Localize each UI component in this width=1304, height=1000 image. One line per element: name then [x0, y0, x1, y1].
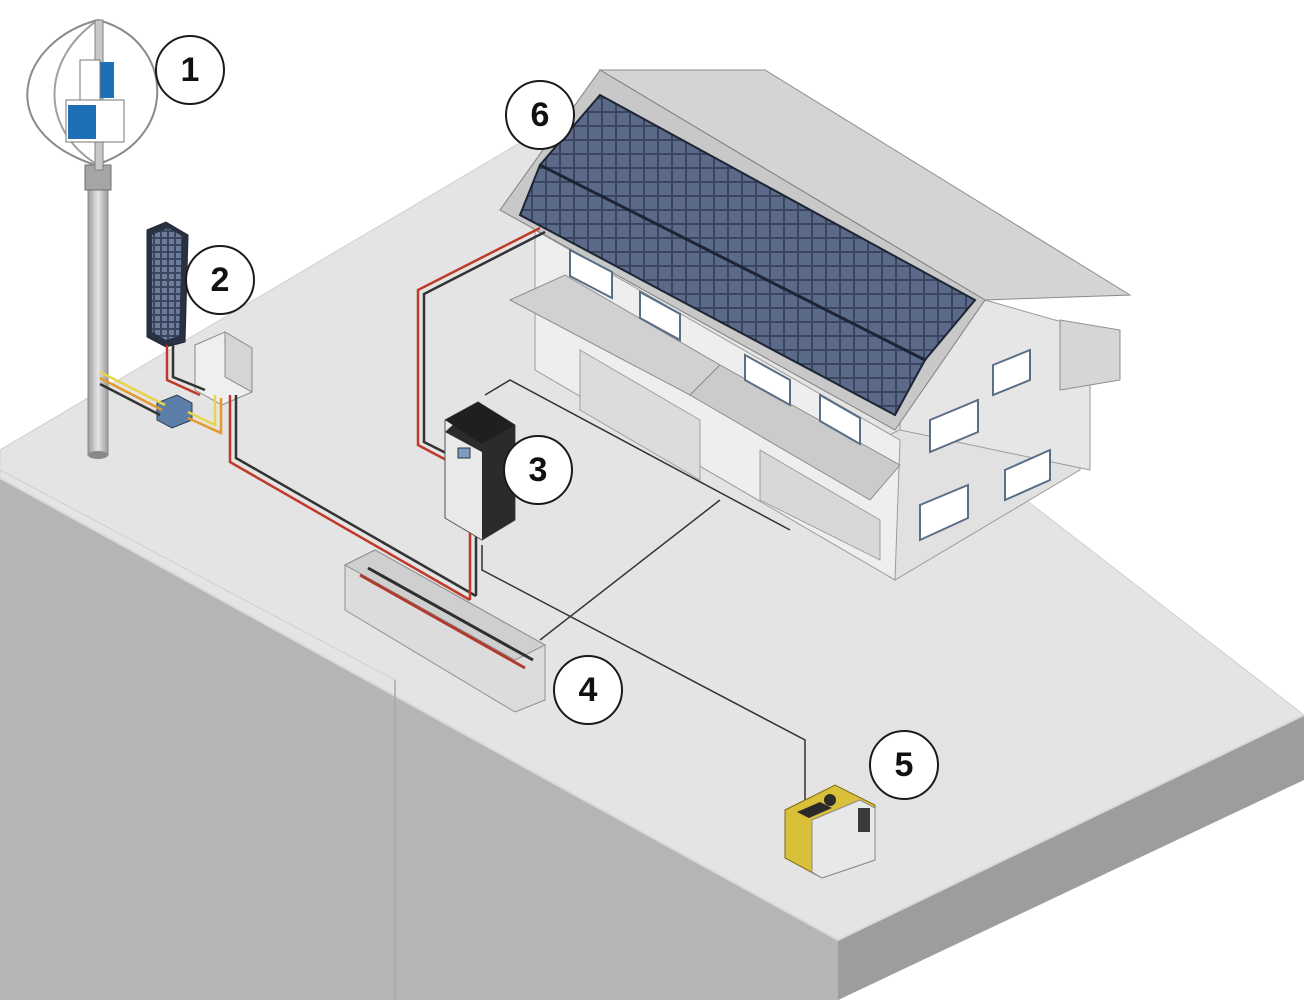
turbine-blade [98, 62, 114, 98]
ground-slab [0, 127, 1304, 1000]
ground-edge [0, 477, 839, 941]
slab-seam [0, 469, 396, 681]
garage-door [759, 449, 881, 561]
wire [187, 395, 217, 427]
wire [171, 345, 206, 392]
turbine-blade-frame [53, 19, 99, 166]
junction-box [194, 331, 253, 406]
ground-edge [837, 714, 1304, 941]
callout-number: 6 [531, 96, 550, 134]
callout-number: 4 [579, 671, 598, 709]
house-balcony [1059, 319, 1121, 391]
small-panel-cells [152, 228, 182, 340]
pole-base [88, 451, 108, 459]
battery-terminals [359, 573, 526, 670]
generator-grille [858, 808, 870, 832]
inverter-display [457, 447, 471, 459]
generator-cap [824, 794, 836, 806]
battery-terminals [367, 566, 534, 662]
wire [228, 395, 471, 602]
battery-bank [343, 549, 547, 713]
turbine-pole [87, 179, 109, 456]
wire [481, 545, 806, 800]
callout-wind-turbine: 1 [155, 35, 225, 105]
callout-circle [503, 435, 573, 505]
inverter-side [445, 402, 515, 540]
callout-battery-bank: 4 [553, 655, 623, 725]
callout-circle [505, 80, 575, 150]
wire [234, 395, 477, 598]
wire [99, 370, 166, 407]
wire [187, 398, 223, 435]
turbine-blade [68, 105, 96, 139]
wiring [99, 226, 806, 800]
callout-number: 3 [529, 451, 548, 489]
window [919, 483, 969, 542]
callout-number: 1 [181, 51, 200, 89]
windows [569, 248, 1051, 542]
inverter-top [445, 402, 515, 444]
callout-circle [185, 245, 255, 315]
wire [99, 382, 161, 417]
window [929, 398, 979, 454]
wire [165, 345, 201, 397]
wire [422, 230, 546, 458]
inverter [444, 401, 516, 541]
callout-circle [553, 655, 623, 725]
callout-charge-controller: 2 [185, 245, 255, 315]
callout-number: 2 [211, 261, 230, 299]
window [639, 290, 681, 342]
callout-circle [155, 35, 225, 105]
callout-circle [869, 730, 939, 800]
ground-side-front [0, 478, 838, 1000]
generator [784, 784, 876, 879]
awning [689, 364, 901, 501]
battery-bank-top [343, 549, 547, 661]
wire [99, 376, 163, 412]
callout-inverter: 3 [503, 435, 573, 505]
callout-number: 5 [895, 746, 914, 784]
solar-array [518, 93, 977, 417]
callout-generator: 5 [869, 730, 939, 800]
small-solar-panel [146, 221, 189, 348]
panel-divider [539, 163, 926, 362]
wire [484, 379, 791, 531]
garage-door [579, 349, 701, 481]
ground-side-right [838, 715, 1304, 1000]
wire [539, 499, 721, 641]
window [1004, 448, 1051, 502]
callout-solar-array: 6 [505, 80, 575, 150]
window [744, 353, 791, 407]
turbine-rotor-upper [79, 59, 101, 101]
wire [416, 226, 541, 464]
window [569, 248, 613, 300]
window [992, 348, 1031, 397]
window [819, 393, 861, 446]
generator-vent [797, 802, 832, 818]
